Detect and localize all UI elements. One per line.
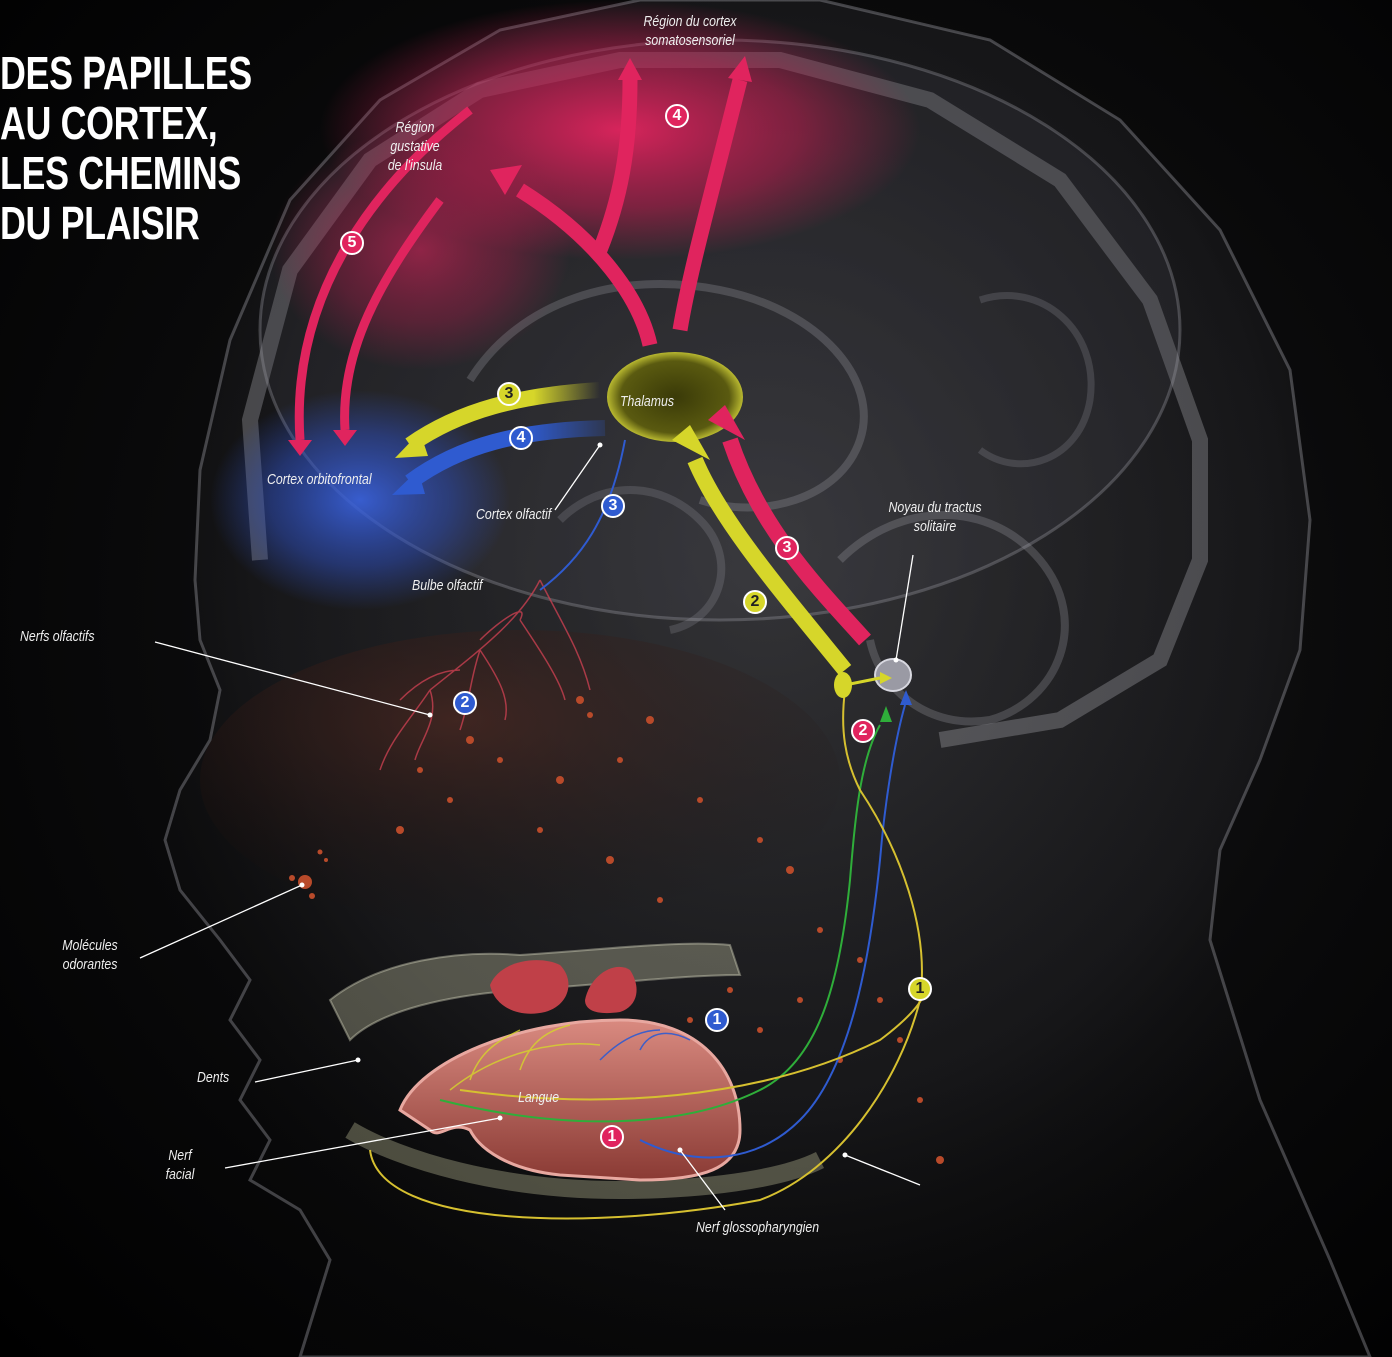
label-line: Molécules: [49, 936, 131, 955]
nasal-cavity: [200, 630, 840, 930]
title-line: AU CORTEX,: [0, 98, 252, 148]
label-line: solitaire: [878, 517, 993, 536]
badge-red-1: 1: [600, 1125, 624, 1149]
badge-blue-3: 3: [601, 494, 625, 518]
badge-yellow-2: 2: [743, 590, 767, 614]
label-glossopharyngeal-nerve: Nerf glossopharyngien: [696, 1218, 819, 1237]
badge-blue-4: 4: [509, 426, 533, 450]
label-orbitofrontal-cortex: Cortex orbitofrontal: [267, 470, 372, 489]
title-line: DES PAPILLES: [0, 48, 252, 98]
label-line: facial: [155, 1165, 204, 1184]
label-olfactory-nerves: Nerfs olfactifs: [20, 627, 95, 646]
label-line: Région: [374, 118, 456, 137]
label-line: somatosensoriel: [633, 31, 748, 50]
badge-red-2: 2: [851, 719, 875, 743]
badge-blue-2: 2: [453, 691, 477, 715]
badge-red-3: 3: [775, 536, 799, 560]
label-line: Région du cortex: [633, 12, 748, 31]
label-thalamus: Thalamus: [620, 392, 674, 411]
label-olfactory-bulb: Bulbe olfactif: [412, 576, 482, 595]
diagram-title: DES PAPILLES AU CORTEX, LES CHEMINS DU P…: [0, 48, 252, 248]
label-line: gustative: [374, 137, 456, 156]
title-line: LES CHEMINS: [0, 148, 252, 198]
badge-blue-1: 1: [705, 1008, 729, 1032]
label-odor-molecules: Molécules odorantes: [49, 936, 131, 974]
label-solitary-tract-nucleus: Noyau du tractus solitaire: [878, 498, 993, 536]
label-line: odorantes: [49, 955, 131, 974]
label-teeth: Dents: [197, 1068, 229, 1087]
label-insula: Région gustative de l'insula: [374, 118, 456, 175]
badge-red-4: 4: [665, 104, 689, 128]
label-somatosensory-cortex: Région du cortex somatosensoriel: [633, 12, 748, 50]
badge-red-5: 5: [340, 231, 364, 255]
label-line: de l'insula: [374, 156, 456, 175]
label-line: Noyau du tractus: [878, 498, 993, 517]
label-olfactory-cortex: Cortex olfactif: [476, 505, 551, 524]
badge-yellow-1: 1: [908, 977, 932, 1001]
label-line: Nerf: [155, 1146, 204, 1165]
title-line: DU PLAISIR: [0, 198, 252, 248]
label-tongue: Langue: [518, 1088, 559, 1107]
badge-yellow-3: 3: [497, 382, 521, 406]
label-facial-nerve: Nerf facial: [155, 1146, 204, 1184]
